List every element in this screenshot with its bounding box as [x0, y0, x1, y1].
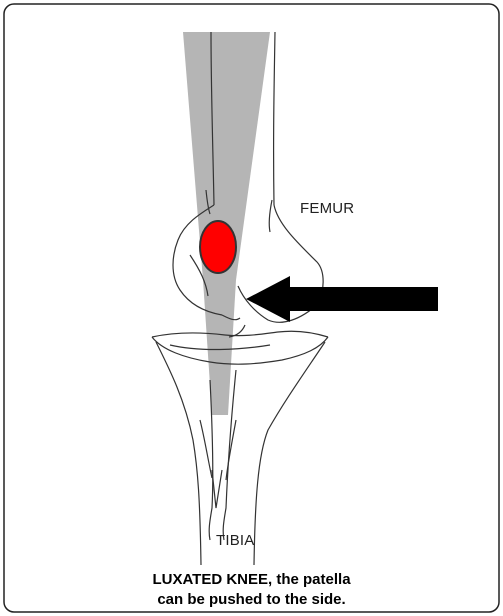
tibia-label: TIBIA — [216, 532, 255, 549]
tibia-outline — [152, 331, 328, 565]
femur-label: FEMUR — [300, 200, 354, 217]
caption-line-2: can be pushed to the side. — [0, 590, 503, 610]
shaded-tibia-wedge — [203, 280, 236, 415]
caption-line-1: LUXATED KNEE, the patella — [0, 570, 503, 590]
patella-oval — [200, 221, 236, 273]
left-arrow-icon — [246, 276, 438, 322]
